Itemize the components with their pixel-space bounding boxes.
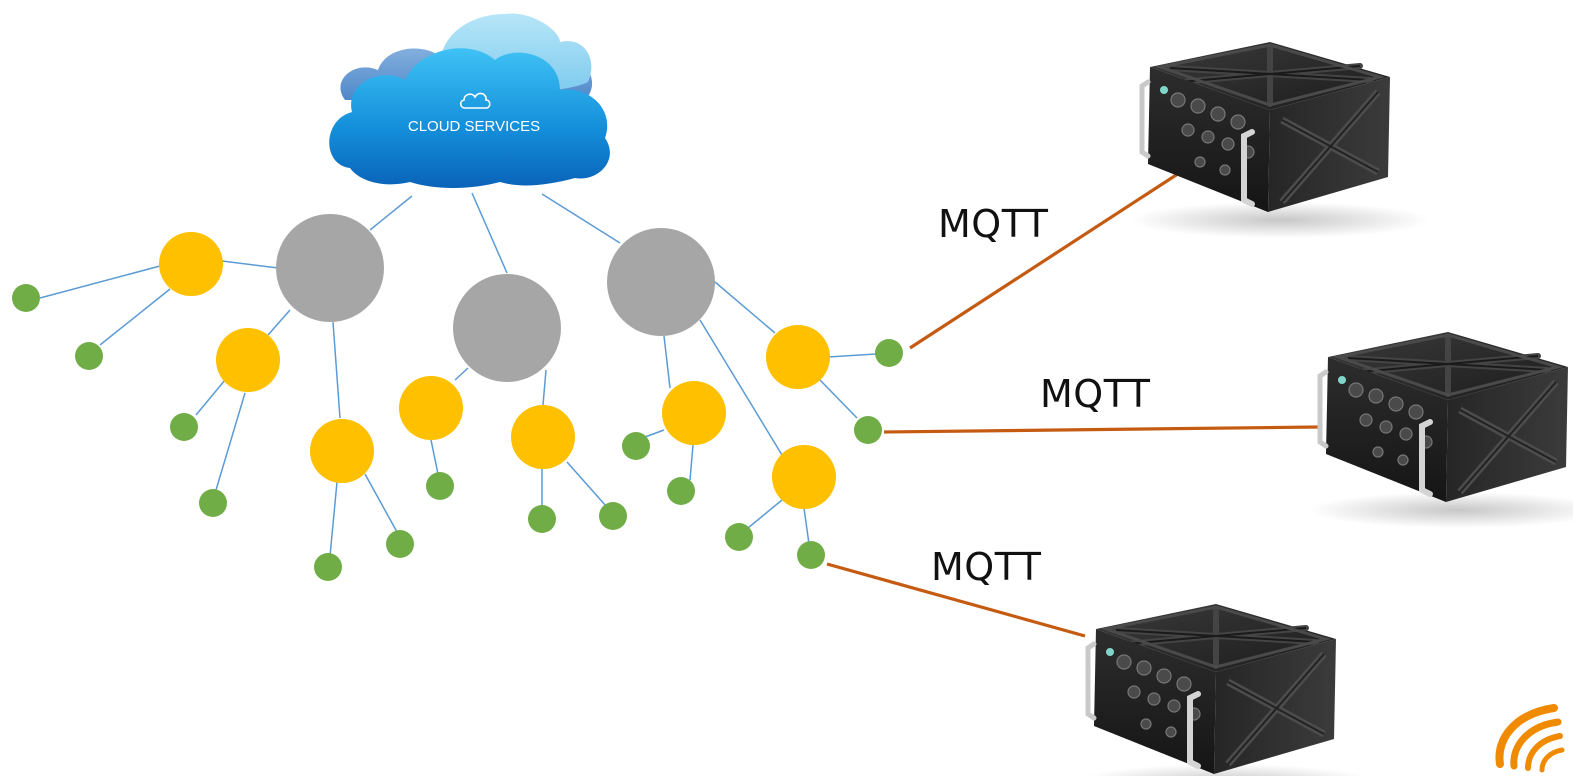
relay-node <box>511 405 575 469</box>
rugged-computer-2 <box>1308 332 1573 528</box>
relay-node <box>766 325 830 389</box>
relay-node <box>216 328 280 392</box>
hub-nodes <box>276 214 715 382</box>
mqtt-link-3 <box>826 562 1086 638</box>
cloud-services: CLOUD SERVICES <box>329 13 610 188</box>
relay-node <box>399 376 463 440</box>
relay-node <box>772 445 836 509</box>
edge-node <box>426 472 454 500</box>
hub-node <box>276 214 384 322</box>
edge-node <box>667 477 695 505</box>
edge-node <box>797 541 825 569</box>
cloud-label: CLOUD SERVICES <box>408 118 540 135</box>
edge-node <box>622 432 650 460</box>
rugged-computer-3 <box>1076 604 1376 776</box>
edge-node <box>875 339 903 367</box>
edge-node <box>599 502 627 530</box>
mqtt-links <box>826 164 1319 638</box>
cloud-outline-icon <box>459 92 491 109</box>
mqtt-label-1: MQTT <box>938 202 1049 246</box>
hub-node <box>453 274 561 382</box>
edge-nodes <box>12 284 903 581</box>
relay-node <box>310 419 374 483</box>
mesh-links <box>39 192 877 557</box>
relay-node <box>662 381 726 445</box>
edge-node <box>386 530 414 558</box>
relay-nodes <box>159 232 836 509</box>
mqtt-link-1 <box>909 164 1191 350</box>
edge-node <box>75 342 103 370</box>
mqtt-label-3: MQTT <box>931 545 1042 589</box>
edge-node <box>12 284 40 312</box>
edge-node <box>725 523 753 551</box>
hub-node <box>607 228 715 336</box>
edge-node <box>528 505 556 533</box>
relay-node <box>159 232 223 296</box>
edge-node <box>199 489 227 517</box>
edge-node <box>854 416 882 444</box>
edge-node <box>314 553 342 581</box>
edge-node <box>170 413 198 441</box>
mqtt-label-2: MQTT <box>1040 372 1151 416</box>
mqtt-link-2 <box>883 425 1319 434</box>
rugged-computer-1 <box>1130 42 1430 238</box>
company-logo <box>1495 704 1565 773</box>
